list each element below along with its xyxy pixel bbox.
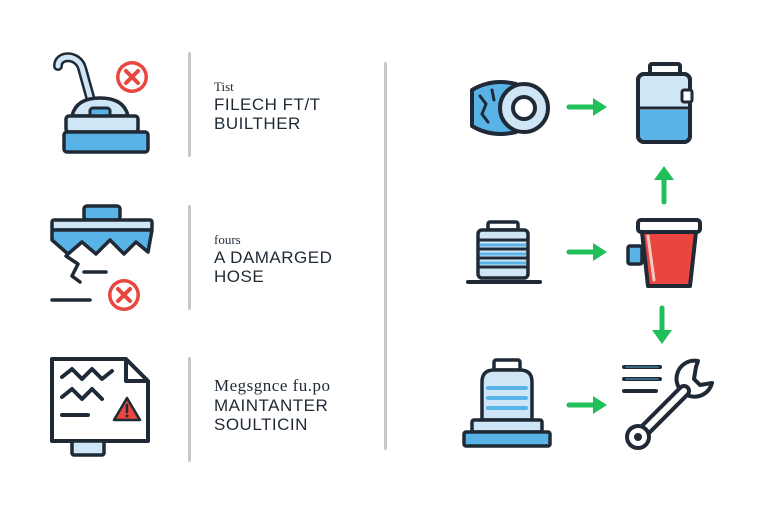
divider-item-1 — [188, 52, 191, 157]
battery-container-icon — [636, 62, 694, 144]
arrow-right-icon — [566, 396, 607, 414]
item-3-line-1: Megsgnce fu.po — [214, 376, 331, 395]
radiator-icon — [466, 220, 542, 284]
item-1-small-text: Tist — [214, 79, 234, 94]
item-1-line-2: BUILTHER — [214, 114, 301, 134]
wrench-icon — [622, 358, 714, 450]
divider-item-2 — [188, 205, 191, 310]
item-2-line-2: HOSE — [214, 267, 265, 287]
item-3-line-3: SOULTICIN — [214, 415, 308, 435]
item-1-line-1: FILECH FT/T — [214, 94, 321, 114]
red-bucket-icon — [626, 218, 702, 288]
item-2-small-text: fours — [214, 232, 241, 247]
error-x-icon — [108, 279, 140, 311]
filter-unit-icon — [462, 358, 552, 448]
tape-roll-icon — [470, 80, 550, 136]
divider-item-3 — [188, 357, 191, 462]
arrow-right-icon — [566, 243, 607, 261]
vacuum-cleaner-icon — [53, 52, 150, 154]
item-2-label: fours A DAMARGED HOSE — [214, 232, 333, 287]
item-1-label: Tist FILECH FT/T BUILTHER — [214, 79, 321, 134]
center-divider — [384, 62, 387, 450]
arrow-right-icon — [566, 98, 607, 116]
arrow-down-icon — [652, 305, 672, 344]
error-x-icon — [116, 61, 148, 93]
warning-triangle-icon — [112, 396, 142, 422]
damaged-filter-icon — [50, 204, 154, 302]
item-3-label: Megsgnce fu.po MAINTANTER SOULTICIN — [214, 376, 331, 435]
arrow-up-icon — [654, 166, 674, 205]
item-2-line-1: A DAMARGED — [214, 247, 333, 267]
item-3-line-2: MAINTANTER — [214, 395, 329, 415]
